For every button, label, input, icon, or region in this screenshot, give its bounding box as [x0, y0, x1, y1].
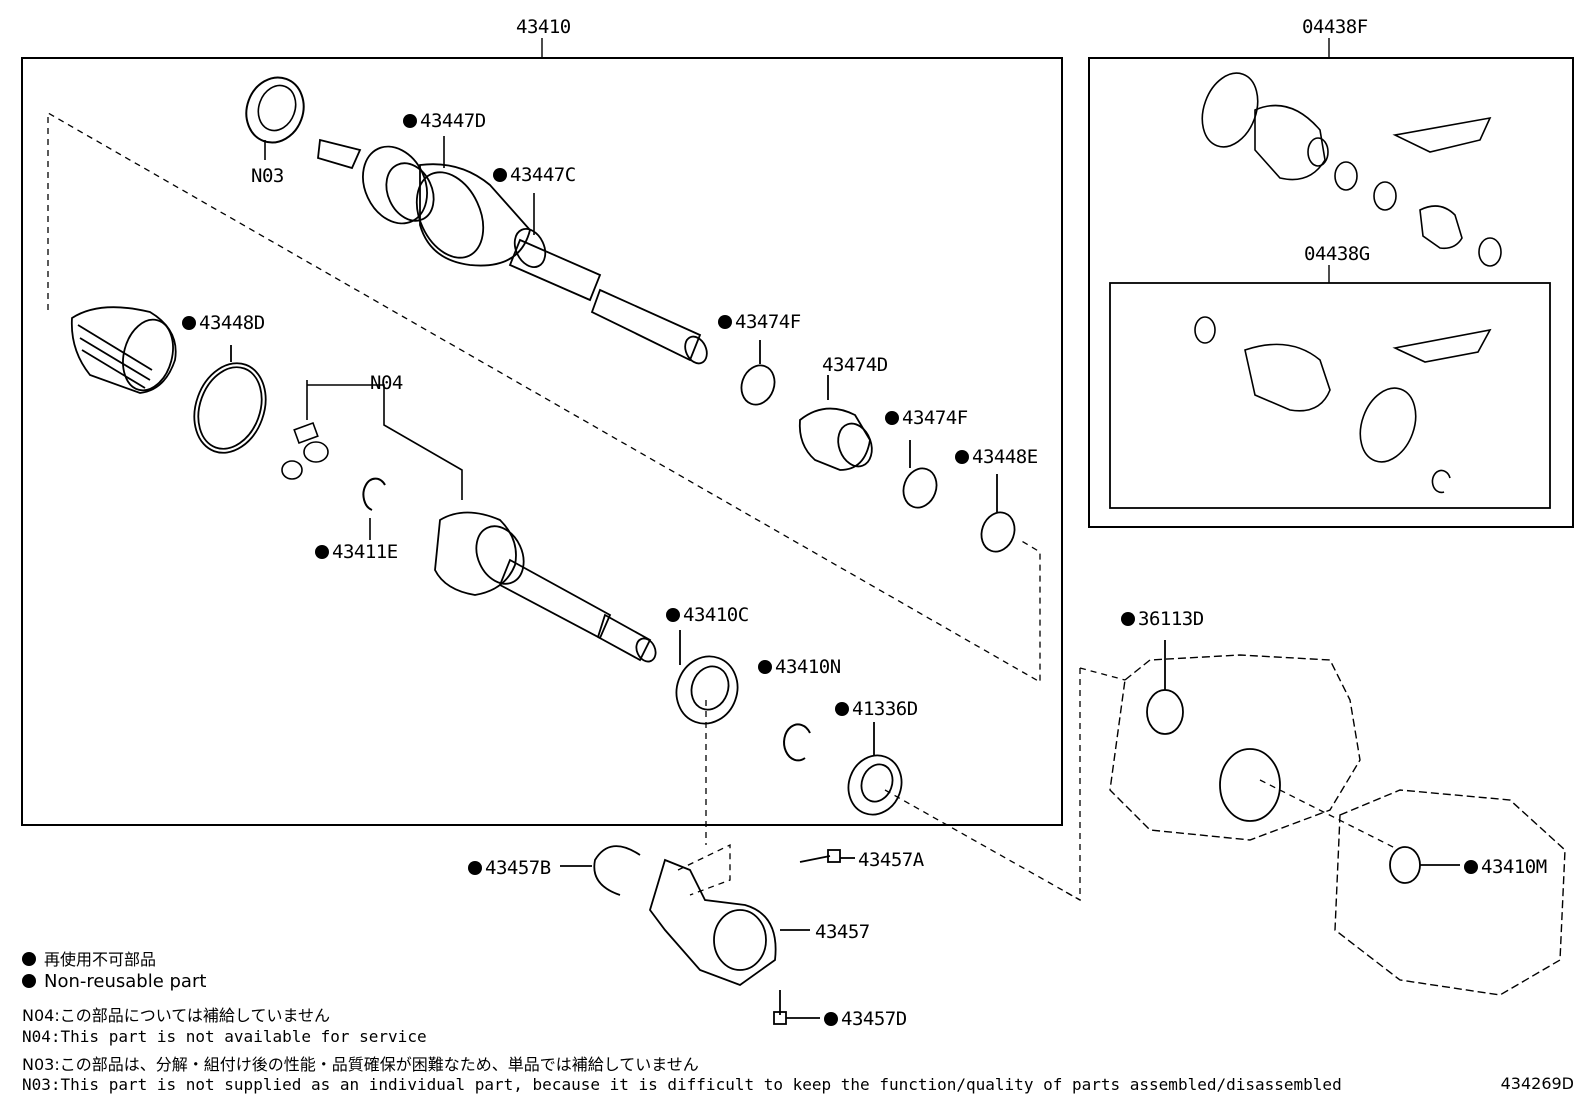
label-43447D: 43447D	[403, 110, 486, 132]
non-reusable-dot-icon	[718, 315, 732, 329]
non-reusable-dot-icon	[403, 114, 417, 128]
non-reusable-dot-icon	[1464, 860, 1478, 874]
non-reusable-dot-icon	[468, 861, 482, 875]
clamp-43448E	[980, 474, 1016, 553]
kit-04438F-frame	[1088, 57, 1574, 528]
label-04438G: 04438G	[1304, 243, 1370, 265]
label-43474F-b: 43474F	[885, 407, 968, 429]
transmission-case	[1109, 654, 1361, 841]
label-43457D: 43457D	[824, 1008, 907, 1030]
legend-non-reusable-jp: 再使用不可部品	[22, 946, 156, 970]
note-n03-jp: N03:この部品は、分解・組付け後の性能・品質確保が困難なため、単品では補給して…	[22, 1055, 699, 1074]
label-43410: 43410	[516, 16, 571, 38]
label-43474D: 43474D	[822, 354, 888, 376]
oil-seal-41336D	[847, 722, 903, 816]
tripod-n04	[281, 380, 463, 500]
inner-cv-joint	[434, 511, 657, 663]
non-reusable-dot-icon	[22, 974, 36, 988]
clamp-43474F-b	[902, 440, 938, 509]
label-43410M: 43410M	[1464, 856, 1547, 878]
bearing-43410M	[1389, 846, 1460, 884]
label-43457: 43457	[815, 921, 870, 943]
clip-43457B	[560, 845, 641, 896]
label-43411E: 43411E	[315, 541, 398, 563]
note-n03-en: N03:This part is not supplied as an indi…	[22, 1075, 1342, 1094]
non-reusable-dot-icon	[22, 952, 36, 966]
joint-housing-43474D	[798, 375, 873, 471]
kit-04438G-contents	[1194, 316, 1492, 494]
clamp-band-43448D	[193, 345, 267, 454]
seal-ring-n03	[245, 76, 305, 160]
non-reusable-dot-icon	[885, 411, 899, 425]
non-reusable-dot-icon	[315, 545, 329, 559]
non-reusable-dot-icon	[955, 450, 969, 464]
bearing-bracket-43457	[649, 858, 810, 987]
non-reusable-dot-icon	[835, 702, 849, 716]
kit-04438F-contents	[1201, 72, 1502, 267]
bolt-43457D	[773, 990, 820, 1025]
snap-ring-43410N	[783, 723, 811, 762]
label-04438F: 04438F	[1302, 16, 1368, 38]
note-n04-jp: N04:この部品については補給していません	[22, 1006, 330, 1025]
label-43448E: 43448E	[955, 446, 1038, 468]
bolt-43457A	[799, 849, 855, 863]
outer-cv-joint	[317, 138, 708, 365]
non-reusable-dot-icon	[758, 660, 772, 674]
label-43457A: 43457A	[858, 849, 924, 871]
seal-36113D	[1146, 640, 1281, 822]
non-reusable-dot-icon	[493, 168, 507, 182]
snap-ring-43411E	[362, 477, 386, 540]
label-43410C: 43410C	[666, 604, 749, 626]
legend-non-reusable-en: Non-reusable part	[22, 971, 206, 992]
clamp-43474F-a	[740, 340, 776, 406]
note-n04-en: N04:This part is not available for servi…	[22, 1027, 427, 1046]
non-reusable-dot-icon	[824, 1012, 838, 1026]
boot-43448D	[70, 306, 177, 394]
non-reusable-dot-icon	[666, 608, 680, 622]
non-reusable-dot-icon	[182, 316, 196, 330]
label-43410N: 43410N	[758, 656, 841, 678]
transfer-case	[1334, 789, 1566, 996]
diagram-code: 434269D	[1500, 1074, 1574, 1093]
bearing-43410C	[675, 630, 739, 725]
label-43447C: 43447C	[493, 164, 576, 186]
kit-04438G-frame	[1109, 282, 1551, 509]
label-n04: N04	[370, 372, 403, 394]
label-43448D: 43448D	[182, 312, 265, 334]
label-43457B: 43457B	[468, 857, 551, 879]
non-reusable-dot-icon	[1121, 612, 1135, 626]
label-41336D: 41336D	[835, 698, 918, 720]
label-n03: N03	[251, 165, 284, 187]
label-36113D: 36113D	[1121, 608, 1204, 630]
label-43474F-a: 43474F	[718, 311, 801, 333]
